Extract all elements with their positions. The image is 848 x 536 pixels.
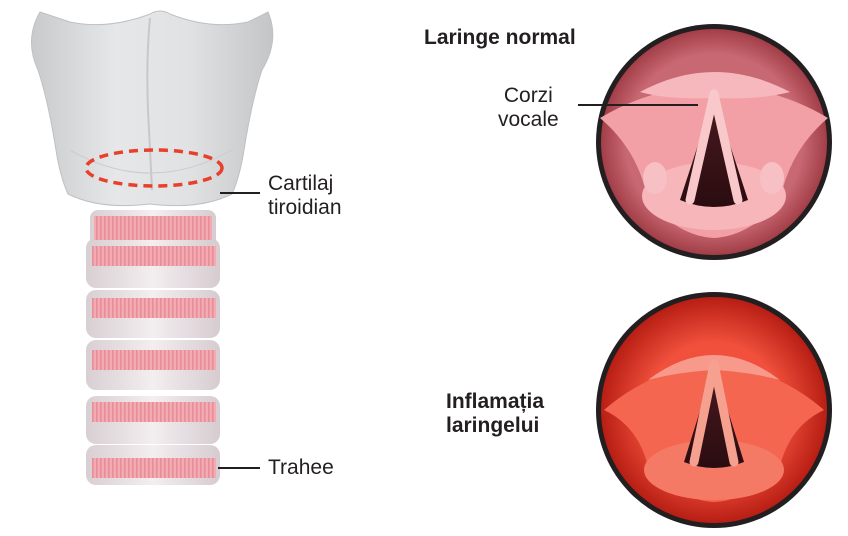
normal-larynx-view	[596, 24, 832, 260]
trachea	[86, 210, 220, 485]
label-corzi-line1: Corzi	[498, 84, 559, 108]
label-cartilaj-line1: Cartilaj	[268, 172, 342, 196]
label-inflamatia-laringelui: Inflamația laringelui	[446, 390, 544, 437]
label-corzi-vocale: Corzi vocale	[498, 84, 559, 131]
label-inflamatie-line1: Inflamația	[446, 390, 544, 414]
label-cartilaj-line2: tiroidian	[268, 196, 342, 220]
label-trahee: Trahee	[268, 456, 334, 480]
label-cartilaj-tiroidian: Cartilaj tiroidian	[268, 172, 342, 219]
inflamed-larynx-view	[596, 292, 832, 528]
label-laringe-normal: Laringe normal	[424, 26, 576, 50]
corzi-leader-line	[578, 104, 698, 106]
thyroid-cartilage	[31, 11, 272, 206]
label-corzi-line2: vocale	[498, 108, 559, 132]
label-inflamatie-line2: laringelui	[446, 414, 544, 438]
cartilaj-leader-line	[220, 192, 260, 194]
trahee-leader-line	[218, 467, 260, 469]
